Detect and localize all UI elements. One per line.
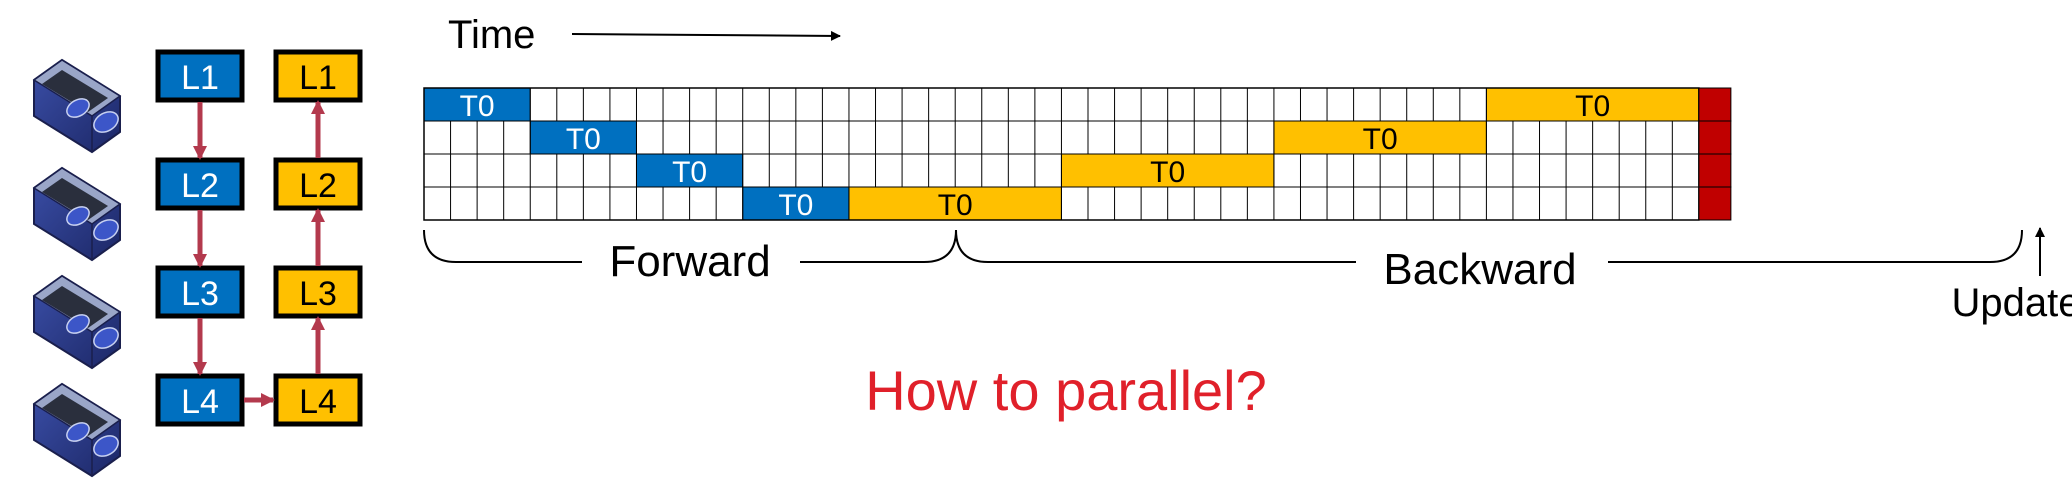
block-label: T0 [460, 90, 495, 123]
gpu-icon [32, 382, 122, 478]
phase-braces [423, 227, 2045, 276]
backward-layer-box: L3 [273, 265, 363, 319]
layer-label: L2 [299, 167, 337, 205]
update-cell [1698, 120, 1732, 155]
layer-label: L3 [299, 275, 337, 313]
backward-label: Backward [1383, 245, 1576, 294]
block-label: T0 [672, 156, 707, 189]
block-label: T0 [1363, 123, 1398, 156]
layer-label: L3 [181, 275, 219, 313]
time-label: Time [448, 13, 535, 57]
forward-brace-right [800, 229, 957, 263]
layer-label: L4 [299, 383, 337, 421]
forward-layer-box: L3 [155, 265, 245, 319]
gpu-icons [32, 58, 122, 478]
forward-brace-left [423, 229, 582, 263]
forward-layer-box: L2 [155, 157, 245, 211]
block-label: T0 [1575, 90, 1610, 123]
backward-layer-box: L1 [273, 49, 363, 103]
block-label: T0 [566, 123, 601, 156]
layer-label: L4 [181, 383, 219, 421]
question-text: How to parallel? [865, 359, 1267, 422]
forward-block: T0 [529, 120, 637, 156]
backward-block: T0 [1485, 87, 1700, 123]
backward-block: T0 [1273, 120, 1487, 156]
backward-block: T0 [1060, 153, 1275, 189]
forward-label: Forward [609, 237, 770, 286]
backward-layer-box: L4 [273, 373, 363, 427]
layer-label: L1 [181, 59, 219, 97]
backward-brace-left [955, 229, 1356, 263]
forward-block: T0 [423, 87, 531, 123]
layer-label: L2 [181, 167, 219, 205]
layer-label: L1 [299, 59, 337, 97]
backward-layer-box: L2 [273, 157, 363, 211]
update-cell [1698, 153, 1732, 188]
gpu-icon [32, 58, 122, 154]
gpu-icon [32, 274, 122, 370]
forward-block: T0 [635, 153, 744, 189]
time-arrow [571, 30, 841, 41]
forward-layer-box: L4 [155, 373, 245, 427]
update-cell [1698, 87, 1732, 122]
block-label: T0 [778, 189, 813, 222]
gpu-icon [32, 166, 122, 262]
block-label: T0 [938, 189, 973, 222]
forward-block: T0 [742, 186, 850, 222]
backward-brace-right [1608, 229, 2023, 263]
update-label: Update [1952, 281, 2072, 325]
block-label: T0 [1150, 156, 1185, 189]
update-cell [1698, 186, 1732, 221]
forward-layer-box: L1 [155, 49, 245, 103]
backward-block: T0 [848, 186, 1062, 222]
